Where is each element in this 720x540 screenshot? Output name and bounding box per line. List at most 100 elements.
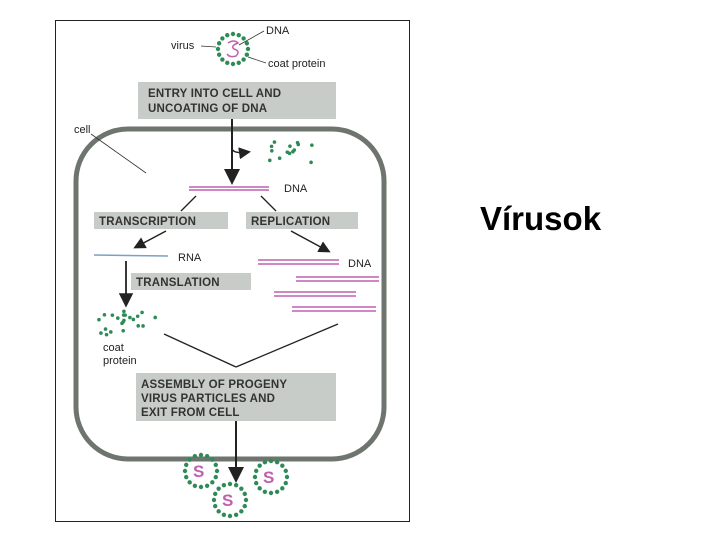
coat-protein-subunit: [122, 309, 126, 314]
coat-protein-subunit: [280, 463, 285, 468]
coat-protein-subunit: [213, 474, 218, 480]
coat-protein-subunit: [221, 512, 227, 517]
coat-protein-subunit: [123, 313, 127, 317]
coat-protein-subunit: [262, 489, 268, 494]
coat-protein-subunit: [216, 52, 222, 57]
entry-line-2: UNCOATING OF DNA: [148, 103, 267, 115]
rna-strand: [93, 254, 169, 257]
cell-label: cell: [74, 124, 91, 136]
transcription-box: [94, 212, 228, 229]
coat-protein-subunit: [242, 503, 247, 509]
coat-protein-subunit: [283, 468, 288, 474]
coat-protein-subunit: [239, 486, 244, 491]
coat-protein-subunit: [254, 480, 259, 486]
coat-protein-subunit: [225, 32, 230, 38]
virus-label: virus: [171, 40, 195, 52]
coat-protein-subunit: [204, 454, 210, 459]
coat-protein-subunit: [268, 458, 274, 464]
translation-box: [131, 273, 251, 290]
coat-protein-subunit: [110, 313, 115, 317]
coat-protein-subunit: [257, 463, 262, 468]
translation-label: TRANSLATION: [136, 277, 220, 289]
coat-protein-subunit: [99, 331, 103, 335]
translated-coat-proteins: [97, 309, 158, 337]
cell-membrane: [73, 126, 387, 462]
coat-protein-subunit: [291, 149, 295, 154]
coat-protein-subunit: [288, 144, 292, 148]
coat-protein-subunit: [244, 52, 250, 57]
coat-protein-subunit: [262, 460, 268, 465]
coat-protein-subunit: [280, 486, 285, 491]
coat-protein-subunit: [230, 61, 236, 67]
progeny-virus-3: S: [211, 481, 249, 519]
coat-protein-subunit: [243, 497, 249, 503]
coat-protein-subunit: [220, 57, 225, 62]
coat-protein-subunit: [227, 481, 233, 487]
assembly-line-2: VIRUS PARTICLES AND: [141, 393, 275, 405]
coat-protein-subunit: [198, 452, 204, 458]
transcription-label: TRANSCRIPTION: [99, 216, 196, 228]
coat-protein-subunit: [141, 324, 145, 328]
coat-protein-subunit: [285, 150, 290, 154]
coat-protein-subunit: [269, 148, 274, 153]
coat-protein-subunit: [257, 486, 262, 491]
replicated-dna-strands: [258, 259, 379, 312]
coat-protein-subunit: [135, 314, 140, 319]
dna-strand-mid: [189, 186, 269, 191]
coat-protein-subunit: [121, 328, 126, 333]
coat-protein-subunit: [103, 327, 108, 331]
coat-protein-subunit: [236, 60, 241, 66]
assembly-box: [136, 373, 336, 421]
coat-protein-subunit: [187, 457, 192, 462]
entry-line-1: ENTRY INTO CELL AND: [148, 88, 281, 100]
coat-protein-subunit: [245, 46, 251, 52]
coat-protein-subunit: [274, 460, 280, 465]
coat-protein-subunit: [214, 468, 220, 474]
dna-label-top: DNA: [266, 25, 290, 37]
coat-protein-subunit: [102, 313, 107, 317]
progeny-virus-2: S: [252, 458, 290, 496]
coat-protein-subunit: [182, 468, 188, 474]
coat-protein-subunit: [140, 310, 144, 315]
coat-protein-subunit: [192, 483, 198, 488]
svg-text:S: S: [263, 468, 274, 487]
coat-protein-subunit: [192, 454, 198, 459]
coat-protein-subunit: [204, 483, 210, 488]
coat-protein-subunit: [227, 513, 233, 519]
coat-protein-subunit: [213, 491, 218, 497]
coat-protein-subunit: [216, 41, 222, 46]
coat-protein-subunit: [272, 140, 277, 144]
assembly-line-1: ASSEMBLY OF PROGENY: [141, 379, 287, 391]
coat-protein-subunit: [153, 315, 158, 320]
coat-protein-subunit: [108, 330, 113, 334]
dna-label-mid: DNA: [284, 183, 308, 195]
coat-protein-subunit: [284, 474, 290, 480]
coat-protein-subunit: [128, 315, 132, 320]
coat-protein-subunit: [274, 489, 280, 494]
coat-protein-subunit: [230, 31, 236, 37]
coat-protein-subunit: [283, 480, 288, 486]
svg-text:S: S: [193, 462, 204, 481]
coat-protein-subunit: [310, 143, 314, 147]
coat-protein-subunit: [221, 483, 227, 488]
coat-protein-subunit: [233, 512, 239, 517]
coat-protein-subunit: [254, 468, 259, 474]
coat-protein-subunit: [252, 474, 258, 480]
rna-label: RNA: [178, 252, 202, 264]
coat-protein-subunit: [213, 503, 218, 509]
coat-protein-subunit: [244, 41, 250, 46]
dna-label-right: DNA: [348, 258, 372, 270]
slide-title: Vírusok: [480, 200, 602, 237]
coat-protein-label-bottom-1: coat: [103, 342, 124, 354]
coat-protein-subunit: [233, 483, 239, 488]
coat-protein-subunit: [241, 36, 246, 41]
coat-protein-subunit: [277, 156, 282, 160]
coat-protein-subunit: [269, 144, 274, 149]
coat-protein-subunit: [210, 457, 215, 462]
coat-protein-subunit: [225, 60, 230, 66]
coat-protein-subunit: [236, 32, 241, 38]
released-coat-proteins: [267, 140, 314, 165]
entry-uncoating-box: [138, 82, 336, 119]
coat-protein-subunit: [116, 316, 120, 320]
replication-label: REPLICATION: [251, 216, 330, 228]
